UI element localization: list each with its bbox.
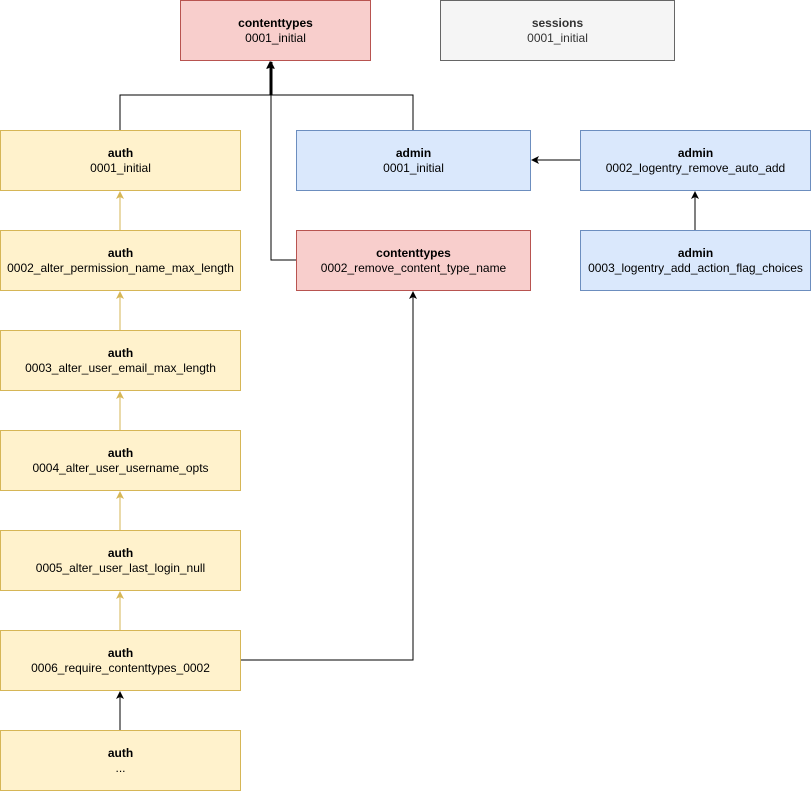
node-auth-0006-require-contenttypes-0002: auth 0006_require_contenttypes_0002 <box>0 630 241 691</box>
node-migration-label: 0001_initial <box>383 160 444 175</box>
node-contenttypes-0001-initial: contenttypes 0001_initial <box>180 0 371 61</box>
node-auth-0001-initial: auth 0001_initial <box>0 130 241 191</box>
node-app-label: admin <box>677 245 714 260</box>
node-migration-label: ... <box>115 760 126 775</box>
node-app-label: admin <box>395 145 432 160</box>
node-app-label: auth <box>107 345 134 360</box>
edge-auth-0006-to-contenttypes-0002 <box>240 291 417 661</box>
node-migration-label: 0001_initial <box>527 30 588 45</box>
node-migration-label: 0006_require_contenttypes_0002 <box>31 660 210 675</box>
node-app-label: contenttypes <box>376 245 451 260</box>
node-app-label: auth <box>107 545 134 560</box>
node-contenttypes-0002-remove-content-type-name: contenttypes 0002_remove_content_type_na… <box>296 230 531 291</box>
node-migration-label: 0003_logentry_add_action_flag_choices <box>588 260 803 275</box>
node-app-label: auth <box>107 245 134 260</box>
node-app-label: auth <box>107 745 134 760</box>
node-auth-0004-alter-user-username-opts: auth 0004_alter_user_username_opts <box>0 430 241 491</box>
node-migration-label: 0005_alter_user_last_login_null <box>35 560 206 575</box>
edge-auth-0001-to-contenttypes-0001 <box>119 61 274 130</box>
node-migration-label: 0003_alter_user_email_max_length <box>25 360 216 375</box>
node-admin-0001-initial: admin 0001_initial <box>296 130 531 191</box>
node-app-label: admin <box>677 145 714 160</box>
node-auth-0002-alter-permission-name: auth 0002_alter_permission_name_max_leng… <box>0 230 241 291</box>
edge-contenttypes-0002-to-contenttypes-0001 <box>267 61 296 261</box>
node-migration-label: 0001_initial <box>245 30 306 45</box>
node-admin-0002-logentry-remove-auto-add: admin 0002_logentry_remove_auto_add <box>580 130 811 191</box>
node-app-label: contenttypes <box>238 15 313 30</box>
node-auth-0003-alter-user-email: auth 0003_alter_user_email_max_length <box>0 330 241 391</box>
node-admin-0003-logentry-add-action-flag: admin 0003_logentry_add_action_flag_choi… <box>580 230 811 291</box>
node-sessions-0001-initial: sessions 0001_initial <box>440 0 675 61</box>
node-migration-label: 0002_alter_permission_name_max_length <box>7 260 234 275</box>
edge-admin-0001-to-contenttypes-0001 <box>271 62 414 130</box>
node-migration-label: 0002_logentry_remove_auto_add <box>605 160 786 175</box>
node-migration-label: 0001_initial <box>90 160 151 175</box>
node-app-label: auth <box>107 445 134 460</box>
node-app-label: sessions <box>531 15 584 30</box>
node-migration-label: 0004_alter_user_username_opts <box>32 460 209 475</box>
node-migration-label: 0002_remove_content_type_name <box>320 260 507 275</box>
node-app-label: auth <box>107 645 134 660</box>
node-app-label: auth <box>107 145 134 160</box>
node-auth-more: auth ... <box>0 730 241 791</box>
node-auth-0005-alter-user-last-login-null: auth 0005_alter_user_last_login_null <box>0 530 241 591</box>
